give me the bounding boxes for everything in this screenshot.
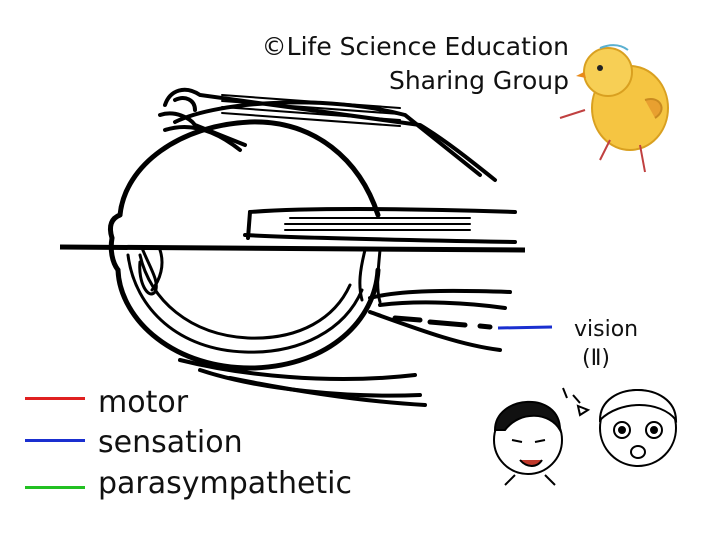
- eyeball: [107, 119, 382, 371]
- axis-line: [59, 244, 526, 253]
- optic-nerve: [368, 288, 512, 352]
- character-dark-hair: [493, 400, 563, 486]
- chick-illustration: [559, 44, 669, 173]
- lateral-muscle: [243, 207, 517, 244]
- legend-label-motor: motor: [98, 385, 189, 420]
- character-light-hair: [598, 389, 678, 467]
- legend-swatch-parasympathetic: [25, 486, 85, 489]
- vision-pointer-line: [497, 325, 553, 330]
- credit-line-1: ©Life Science Education: [261, 32, 569, 61]
- inferior-muscle: [178, 358, 427, 407]
- surprise-marks: [562, 387, 591, 417]
- nerve-number-label: (Ⅱ): [582, 346, 610, 371]
- legend-swatch-sensation: [25, 439, 85, 442]
- credit-line-2: Sharing Group: [388, 66, 569, 95]
- superior-muscle: [158, 87, 497, 182]
- legend-swatch-motor: [25, 397, 85, 400]
- legend-label-parasympathetic: parasympathetic: [98, 466, 353, 501]
- nerve-name-label: vision: [574, 317, 639, 342]
- legend-label-sensation: sensation: [98, 425, 243, 460]
